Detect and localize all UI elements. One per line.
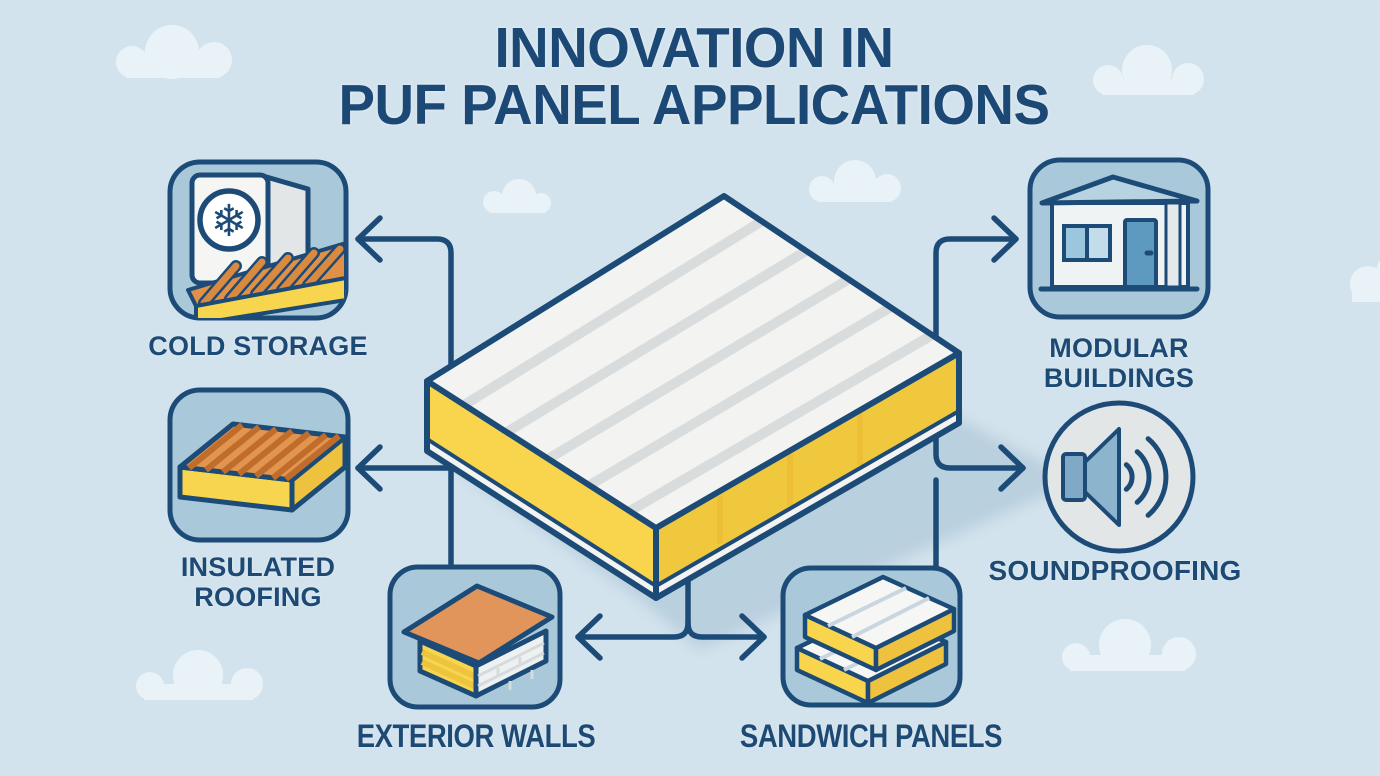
title-line-2: PUF PANEL APPLICATIONS [338, 73, 1050, 137]
arrowhead-right-icon [739, 613, 767, 661]
modular-buildings-icon-box [1027, 157, 1211, 320]
sound-waves [1123, 436, 1169, 518]
arrowhead-left-icon [355, 215, 383, 263]
arrowhead-right-icon [991, 215, 1019, 263]
speaker-sound-waves-icon [1061, 427, 1169, 527]
stacked-sandwich-panels-icon [794, 574, 957, 705]
cloud [136, 650, 263, 700]
modular-house-icon [1038, 174, 1200, 292]
cloud [483, 179, 551, 213]
panel-rib-grooves [461, 216, 935, 516]
panel-foam-right-face [656, 353, 959, 586]
speaker-body [1061, 452, 1087, 502]
foam-layer [194, 276, 346, 318]
cloud [116, 25, 232, 79]
puf-sandwich-panel-illustration [424, 193, 962, 601]
exterior-walls-icon-box [387, 564, 563, 710]
label-sandwich-panels: SANDWICH PANELS [739, 718, 1003, 754]
panel-outlines [424, 193, 962, 601]
arrowhead-left-icon [575, 613, 603, 661]
house-window [1062, 224, 1112, 262]
snowflake-badge [197, 188, 261, 252]
cloud [1062, 619, 1196, 671]
soundproofing-icon-circle [1042, 400, 1196, 554]
house-roof [1039, 174, 1200, 206]
roof-ribs [187, 422, 341, 482]
corrugated-roof-sheet-icon [186, 241, 346, 318]
panel-foam-streaks [717, 413, 863, 544]
cloud [1350, 260, 1380, 302]
arrow-to-cold-storage [355, 215, 454, 570]
label-soundproofing: SOUNDPROOFING [988, 555, 1242, 586]
label-insulated-roofing: INSULATED ROOFING [180, 552, 336, 613]
cloud-decorations [116, 25, 1380, 700]
house-corner-panel [1164, 201, 1182, 289]
arrowhead-left-icon [355, 444, 383, 492]
arrow-to-insulated-roofing [355, 444, 454, 492]
sandwich-panels-icon-box [780, 565, 963, 708]
corrugated-roof-panel-icon [177, 421, 348, 513]
brick-lines [477, 641, 545, 690]
speaker-cone [1083, 427, 1121, 527]
label-exterior-walls: EXTERIOR WALLS [356, 718, 596, 754]
snowflake-icon: ❄ [211, 196, 248, 247]
foam-wall-stripes [420, 649, 476, 689]
title-line-1: INNOVATION IN [494, 16, 894, 80]
label-cold-storage: COLD STORAGE [148, 331, 368, 361]
building-roof [401, 583, 555, 666]
label-modular-buildings: MODULAR BUILDINGS [1043, 333, 1195, 394]
cold-storage-icon-box: ❄ [167, 159, 349, 321]
cloud [809, 160, 901, 202]
insulated-roofing-icon-box [167, 387, 351, 543]
arrow-to-sandwich-panels [685, 613, 767, 661]
arrowhead-right-icon [998, 444, 1026, 492]
insulated-wall-building-icon [401, 583, 555, 699]
cloud [1093, 45, 1204, 95]
page-title: INNOVATION IN PUF PANEL APPLICATIONS [339, 20, 1050, 134]
panel-top-face [427, 196, 959, 528]
panel-foam-left-face [427, 381, 656, 586]
